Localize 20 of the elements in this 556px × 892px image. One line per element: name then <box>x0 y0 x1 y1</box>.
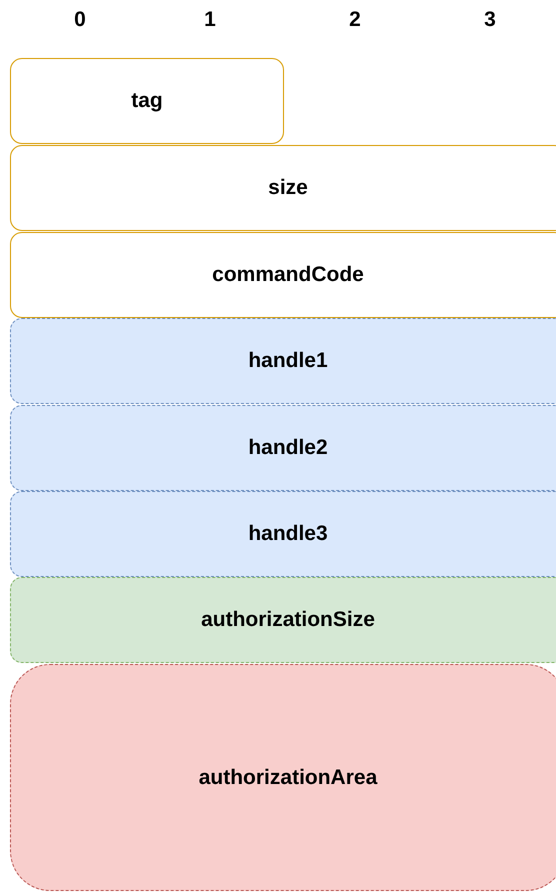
field-name: handle3 <box>248 522 328 546</box>
field-name: handle2 <box>248 436 328 460</box>
field-box <box>10 577 556 663</box>
field-name: size <box>268 176 308 200</box>
byte-offset-number: 0 <box>73 8 87 32</box>
field-box <box>10 232 556 318</box>
field-box <box>10 145 556 231</box>
byte-offset-number: 2 <box>348 8 362 32</box>
field-box <box>10 318 556 404</box>
byte-offset-number: 3 <box>483 8 497 32</box>
field-name: authorizationArea <box>198 766 378 790</box>
field-name: authorizationSize <box>201 608 375 632</box>
field-name: handle1 <box>248 349 328 373</box>
field-box <box>10 58 284 144</box>
field-box <box>10 491 556 577</box>
field-name: commandCode <box>212 263 364 287</box>
byte-offset-number: 1 <box>203 8 217 32</box>
field-name: tag <box>131 89 163 113</box>
field-box <box>10 405 556 491</box>
field-box <box>10 664 556 891</box>
